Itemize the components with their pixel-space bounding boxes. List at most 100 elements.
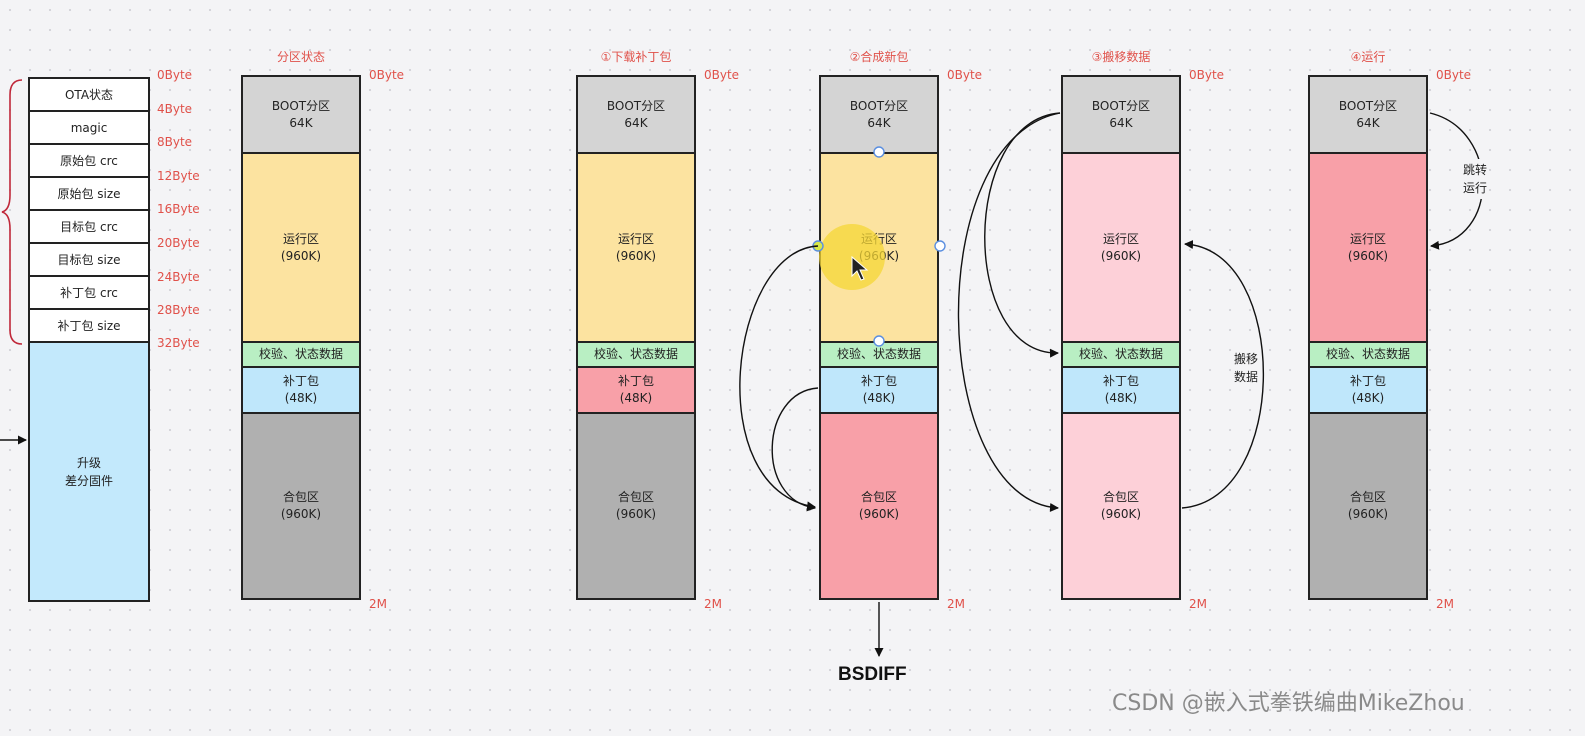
ota-row: 目标包 size xyxy=(30,244,148,277)
boot-size: 64K xyxy=(867,115,891,130)
column-title: ②合成新包 xyxy=(849,50,909,64)
ota-row: 补丁包 size xyxy=(30,310,148,343)
patch-partition: 补丁包 (48K) xyxy=(243,368,359,414)
note-text: 运行 xyxy=(1463,181,1488,195)
run-label: 运行区 xyxy=(1102,231,1139,246)
move-data-arrow xyxy=(1181,239,1265,509)
header-brace xyxy=(1,79,23,345)
byte-offset: 8Byte xyxy=(157,135,193,149)
run-size: (960K) xyxy=(1347,248,1389,263)
end-offset: 2M xyxy=(704,597,722,611)
byte-offset: 4Byte xyxy=(157,102,193,116)
run-label: 运行区 xyxy=(617,231,654,246)
partition-column: BOOT分区 64K 运行区 (960K) 校验、状态数据 补丁包 (48K) … xyxy=(241,75,361,600)
merge-label: 合包区 xyxy=(860,490,897,504)
merge-size: (960K) xyxy=(858,507,900,521)
boot-label: BOOT分区 xyxy=(271,98,331,113)
firmware-label: 升级 xyxy=(76,455,101,470)
patch-size: (48K) xyxy=(1351,391,1385,405)
partition-column: BOOT分区 64K 运行区 (960K) 校验、状态数据 补丁包 (48K) … xyxy=(1061,75,1181,600)
start-offset: 0Byte xyxy=(369,68,405,82)
patch-partition: 补丁包 (48K) xyxy=(1310,368,1426,414)
partition-column: BOOT分区 64K 运行区 (960K) 校验、状态数据 补丁包 (48K) … xyxy=(1308,75,1428,600)
column-title: ④运行 xyxy=(1350,50,1386,64)
merge-flow-arrow xyxy=(771,387,819,512)
run-partition: 运行区 (960K) xyxy=(1310,154,1426,343)
boot-size: 64K xyxy=(624,115,648,130)
byte-offset: 16Byte xyxy=(157,202,200,216)
patch-size: (48K) xyxy=(862,391,896,405)
merge-flow-arrow xyxy=(739,245,819,511)
run-size: (960K) xyxy=(280,248,322,263)
patch-partition: 补丁包 (48K) xyxy=(1063,368,1179,414)
merge-size: (960K) xyxy=(1347,507,1389,521)
start-offset: 0Byte xyxy=(1436,68,1472,82)
run-partition: 运行区 (960K) xyxy=(1063,154,1179,343)
selection-handle xyxy=(873,335,885,347)
run-label: 运行区 xyxy=(1349,231,1386,246)
move-data-note: 搬移 数据 xyxy=(1234,348,1259,388)
ota-header-column: OTA状态 magic 原始包 crc 原始包 size 目标包 crc 目标包… xyxy=(28,77,150,602)
patch-label: 补丁包 xyxy=(282,374,319,388)
move-flow-arrow xyxy=(957,112,1061,512)
merge-size: (960K) xyxy=(280,507,322,521)
boot-partition: BOOT分区 64K xyxy=(1063,77,1179,154)
merge-partition: 合包区 (960K) xyxy=(1310,414,1426,598)
boot-label: BOOT分区 xyxy=(1338,98,1398,113)
byte-offset: 28Byte xyxy=(157,303,200,317)
patch-label: 补丁包 xyxy=(617,374,654,388)
selection-handle xyxy=(934,240,946,252)
merge-label: 合包区 xyxy=(617,490,654,504)
watermark: CSDN @嵌入式拳铁编曲MikeZhou xyxy=(1112,691,1465,716)
firmware-label: 差分固件 xyxy=(64,473,113,488)
check-partition: 校验、状态数据 xyxy=(1310,343,1426,368)
note-text: 搬移 xyxy=(1234,352,1259,366)
merge-partition: 合包区 (960K) xyxy=(243,414,359,598)
jump-run-note: 跳转 运行 xyxy=(1463,159,1488,199)
byte-offset: 24Byte xyxy=(157,270,200,284)
start-offset: 0Byte xyxy=(704,68,740,82)
patch-size: (48K) xyxy=(284,391,318,405)
firmware-block: 升级 差分固件 xyxy=(30,343,148,600)
merge-size: (960K) xyxy=(1100,507,1142,521)
boot-label: BOOT分区 xyxy=(849,98,909,113)
boot-size: 64K xyxy=(1109,115,1133,130)
merge-label: 合包区 xyxy=(282,490,319,504)
ota-row: 补丁包 crc xyxy=(30,277,148,310)
merge-partition: 合包区 (960K) xyxy=(1063,414,1179,598)
patch-partition: 补丁包 (48K) xyxy=(578,368,694,414)
patch-partition: 补丁包 (48K) xyxy=(821,368,937,414)
ota-row: OTA状态 xyxy=(30,79,148,112)
run-partition: 运行区 (960K) xyxy=(578,154,694,343)
ota-row: magic xyxy=(30,112,148,145)
start-offset: 0Byte xyxy=(1189,68,1225,82)
ota-row: 原始包 size xyxy=(30,178,148,211)
merge-label: 合包区 xyxy=(1349,490,1386,504)
byte-offset: 32Byte xyxy=(157,336,200,350)
mouse-cursor-icon xyxy=(851,255,869,281)
patch-label: 补丁包 xyxy=(1349,374,1386,388)
merge-partition: 合包区 (960K) xyxy=(578,414,694,598)
column-title: 分区状态 xyxy=(276,50,325,64)
bsdiff-label: BSDIFF xyxy=(838,664,907,685)
column-title: ③搬移数据 xyxy=(1091,50,1151,64)
ota-row: 原始包 crc xyxy=(30,145,148,178)
byte-offset: 20Byte xyxy=(157,236,200,250)
boot-size: 64K xyxy=(1356,115,1380,130)
merge-size: (960K) xyxy=(615,507,657,521)
start-offset: 0Byte xyxy=(947,68,983,82)
boot-size: 64K xyxy=(289,115,313,130)
patch-label: 补丁包 xyxy=(1102,374,1139,388)
merge-label: 合包区 xyxy=(1102,490,1139,504)
byte-offset: 12Byte xyxy=(157,169,200,183)
boot-partition: BOOT分区 64K xyxy=(1310,77,1426,154)
end-offset: 2M xyxy=(1436,597,1454,611)
patch-size: (48K) xyxy=(1104,391,1138,405)
move-flow-arrow xyxy=(984,112,1061,358)
check-partition: 校验、状态数据 xyxy=(243,343,359,368)
run-size: (960K) xyxy=(615,248,657,263)
boot-partition: BOOT分区 64K xyxy=(243,77,359,154)
note-text: 跳转 xyxy=(1463,163,1488,177)
ota-row: 目标包 crc xyxy=(30,211,148,244)
